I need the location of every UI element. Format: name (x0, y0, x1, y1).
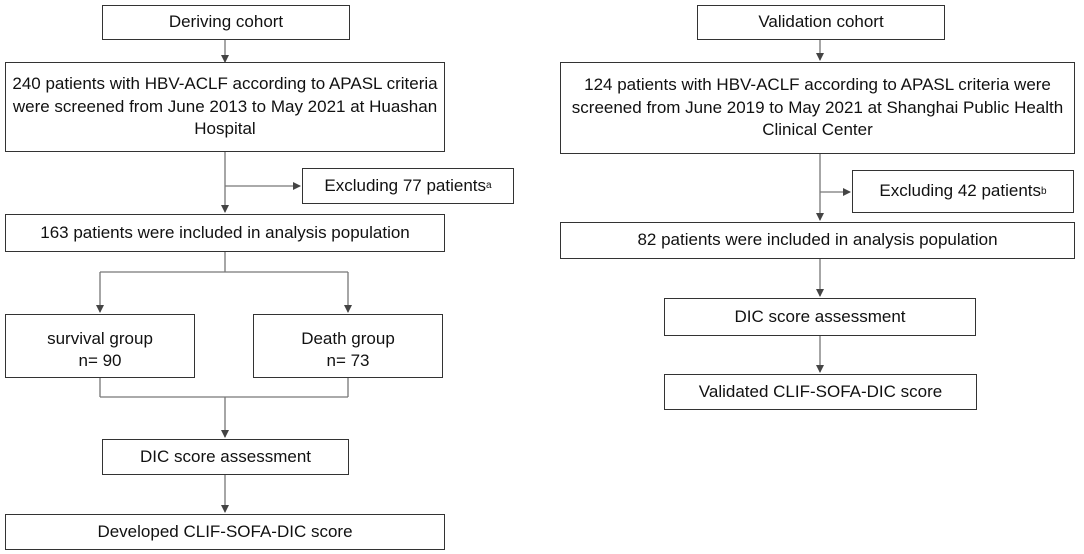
validation-included-box: 82 patients were included in analysis po… (560, 222, 1075, 259)
validation-screened-box: 124 patients with HBV-ACLF according to … (560, 62, 1075, 154)
deriving-screened-box: 240 patients with HBV-ACLF according to … (5, 62, 445, 152)
deriving-assessment-box: DIC score assessment (102, 439, 349, 475)
deriving-included-box: 163 patients were included in analysis p… (5, 214, 445, 252)
deriving-excluded-text: Excluding 77 patients (324, 175, 487, 195)
death-group-label: Death group (301, 328, 395, 348)
death-group-count: n= 73 (326, 351, 370, 370)
validation-cohort-header: Validation cohort (697, 5, 945, 40)
death-group-box: Death group n= 73 (253, 314, 443, 378)
validation-excluded-text: Excluding 42 patients (879, 181, 1042, 201)
survival-group-count: n= 90 (78, 351, 122, 370)
validation-assessment-box: DIC score assessment (664, 298, 976, 336)
developed-score-box: Developed CLIF-SOFA-DIC score (5, 514, 445, 550)
survival-group-box: survival group n= 90 (5, 314, 195, 378)
validated-score-box: Validated CLIF-SOFA-DIC score (664, 374, 977, 410)
survival-group-label: survival group (47, 328, 153, 348)
deriving-cohort-header: Deriving cohort (102, 5, 350, 40)
